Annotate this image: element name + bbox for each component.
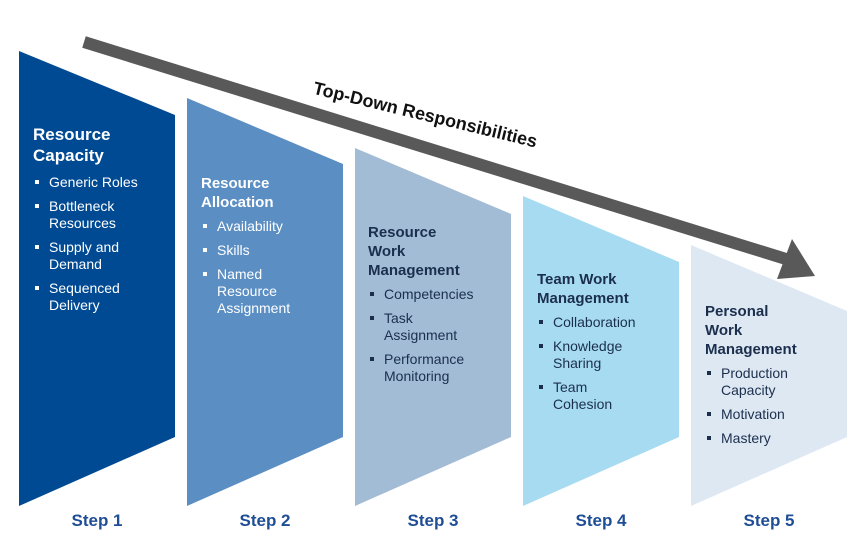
step-5-panel [691, 245, 847, 506]
step-4-panel [523, 196, 679, 506]
step-1-content: Resource Capacity Generic Roles Bottlene… [33, 124, 173, 321]
arrow-shaft [82, 36, 788, 265]
list-item: Collaboration [537, 314, 677, 331]
step-2-title: Resource Allocation [201, 174, 341, 212]
step-3-title-line: Work [368, 243, 406, 260]
list-item: Availability [201, 218, 341, 235]
list-item: Mastery [705, 430, 845, 447]
step-3-content: Resource Work Management Competencies Ta… [368, 223, 508, 392]
step-1-label: Step 1 [71, 511, 123, 530]
step-1-panel [19, 51, 175, 506]
step-4-title-line: Team Work [537, 271, 617, 288]
step-4-content: Team Work Management Collaboration Knowl… [537, 270, 677, 420]
step-1-title-line: Capacity [33, 146, 104, 165]
step-5-title-line: Management [705, 341, 797, 358]
step-4-label: Step 4 [575, 511, 627, 530]
list-item: Competencies [368, 286, 508, 303]
step-2-panel [187, 98, 343, 506]
step-1-title-line: Resource [33, 125, 111, 144]
arrow-head [777, 239, 815, 279]
list-item: Generic Roles [33, 174, 173, 191]
step-5-title-line: Personal [705, 303, 769, 320]
step-3-label: Step 3 [407, 511, 459, 530]
step-3-panel [355, 148, 511, 506]
step-5-title-line: Work [705, 322, 743, 339]
step-2-title-line: Resource [201, 175, 270, 192]
step-3-title-line: Resource [368, 224, 437, 241]
step-2-title-line: Allocation [201, 194, 274, 211]
step-3-title-line: Management [368, 262, 460, 279]
list-item: Motivation [705, 406, 845, 423]
step-1-title: Resource Capacity [33, 124, 173, 166]
step-5-title: Personal Work Management [705, 302, 845, 359]
list-item: Skills [201, 242, 341, 259]
step-2-content: Resource Allocation Availability Skills … [201, 174, 341, 324]
step-3-title: Resource Work Management [368, 223, 508, 280]
step-4-title-line: Management [537, 290, 629, 307]
step-5-label: Step 5 [743, 511, 795, 530]
step-4-title: Team Work Management [537, 270, 677, 308]
step-2-label: Step 2 [239, 511, 291, 530]
